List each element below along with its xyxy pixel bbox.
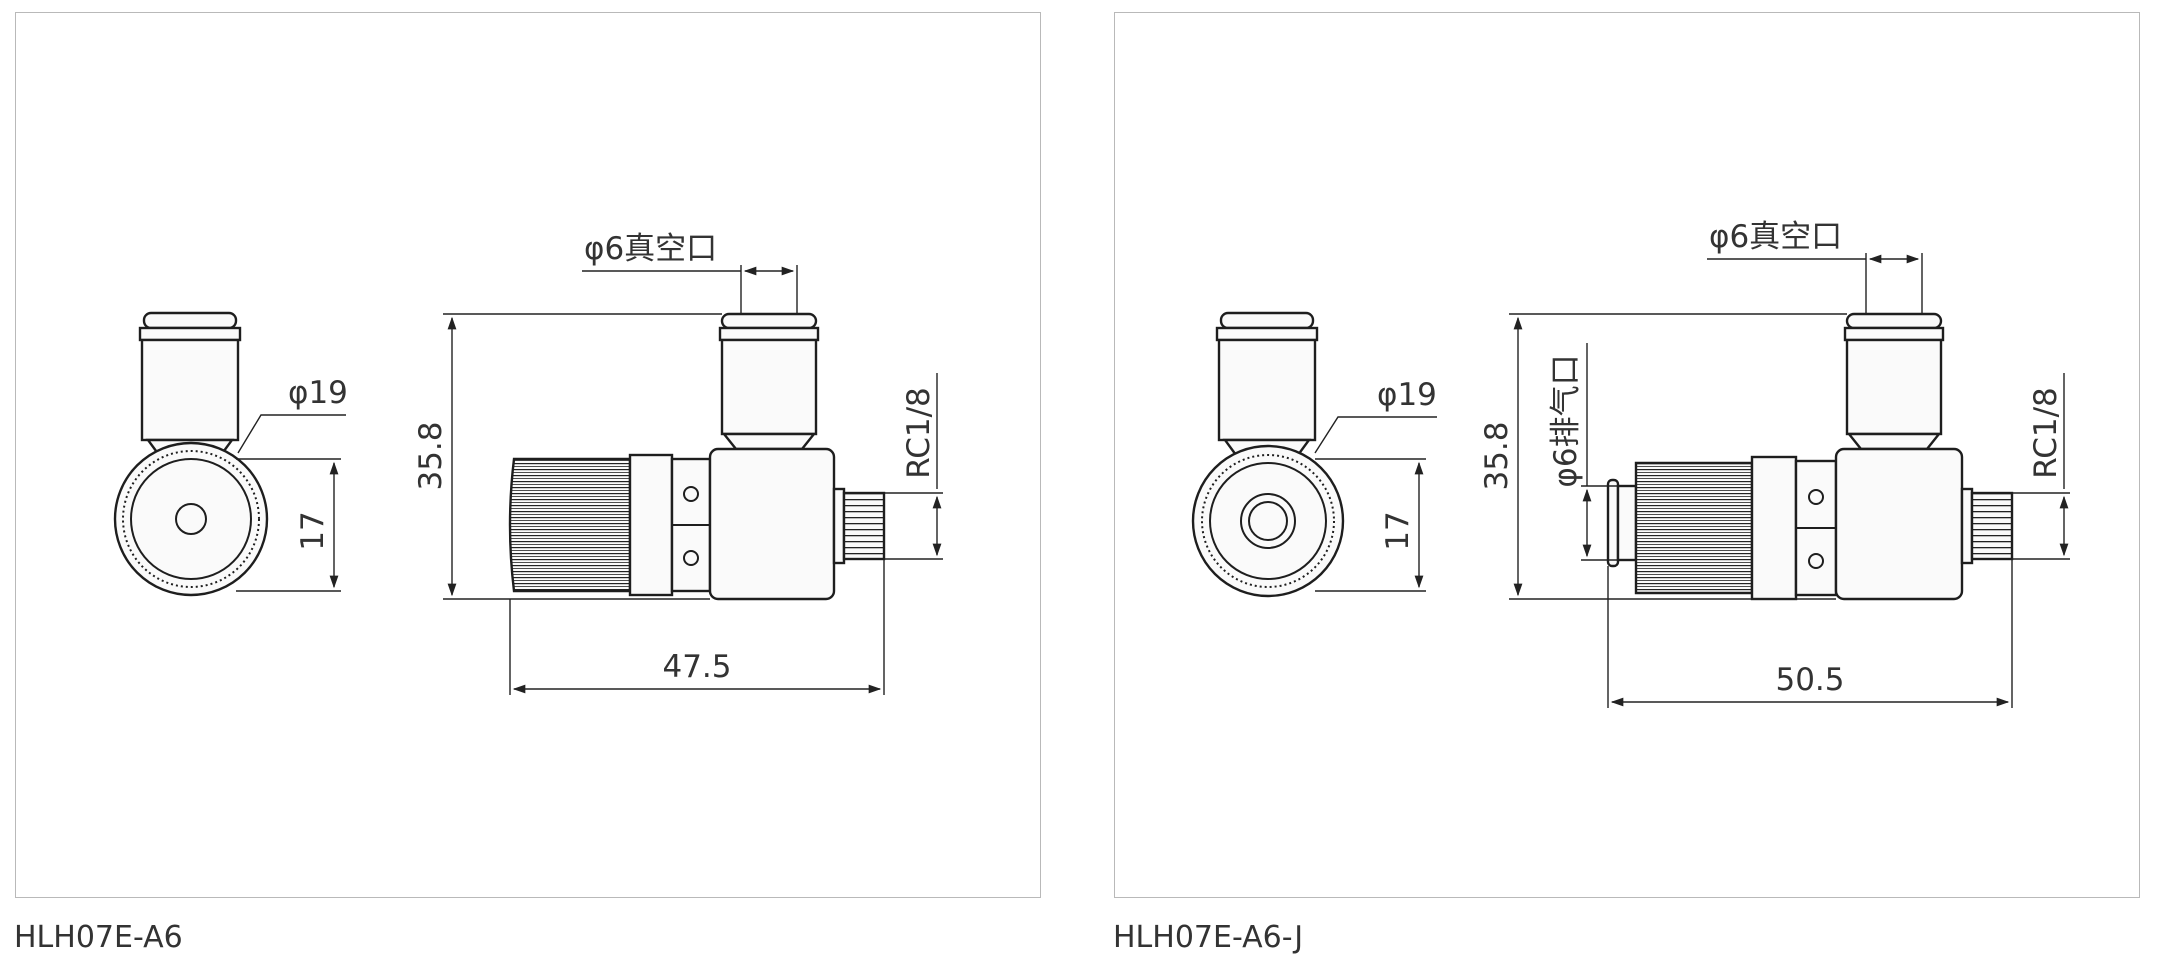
knurled-knob xyxy=(1634,461,1754,595)
length-label: 47.5 xyxy=(662,649,731,685)
thread-label: RC1/8 xyxy=(901,387,937,479)
vacuum-fitting-ring xyxy=(1843,326,1945,342)
hex-nut-hole-bottom xyxy=(683,550,699,566)
vacuum-port-label: φ6真空口 xyxy=(584,231,717,267)
front-diameter-label: φ19 xyxy=(288,375,348,411)
vacuum-fitting-neck xyxy=(721,432,817,451)
front-outer-circle xyxy=(113,441,269,597)
front-height-label: 17 xyxy=(1380,511,1416,550)
knurled-knob xyxy=(508,457,632,593)
vacuum-fitting-body xyxy=(1845,338,1943,436)
push-fitting-collet xyxy=(142,311,238,330)
vacuum-fitting-collet xyxy=(1845,312,1943,330)
exhaust-fitting-outer xyxy=(1240,493,1296,549)
side-view: 35.8 φ6排气口 φ6真空口 RC1/8 50.5 xyxy=(1479,219,2070,708)
thread-rc18 xyxy=(1970,491,2014,561)
main-body xyxy=(708,447,836,601)
push-fitting-body xyxy=(1217,338,1317,442)
front-height-label: 17 xyxy=(295,511,331,550)
front-knurl-ring xyxy=(1201,454,1335,588)
vacuum-fitting-ring xyxy=(718,326,820,342)
total-height-label: 35.8 xyxy=(413,421,449,490)
phi19-leader xyxy=(1314,416,1437,454)
lock-nut xyxy=(628,453,674,597)
side-view: 35.8 φ6真空口 RC1/8 47.5 xyxy=(413,231,943,695)
vacuum-fitting-body xyxy=(720,338,818,436)
exhaust-fitting-inner xyxy=(1248,501,1288,541)
hex-nut-hole-bottom xyxy=(1808,553,1824,569)
phi19-leader xyxy=(237,414,346,454)
exhaust-port-label: φ6排气口 xyxy=(1548,354,1584,487)
thread-label: RC1/8 xyxy=(2028,387,2064,479)
front-view: φ19 17 xyxy=(113,311,348,597)
front-diameter-label: φ19 xyxy=(1377,377,1437,413)
total-height-label: 35.8 xyxy=(1479,421,1515,490)
main-body xyxy=(1834,447,1964,601)
push-fitting-body xyxy=(140,338,240,442)
front-inner-circle xyxy=(1209,462,1327,580)
model-caption-b: HLH07E-A6-J xyxy=(1113,920,1304,955)
push-fitting-ring xyxy=(1215,326,1319,342)
vacuum-fitting-neck xyxy=(1846,432,1942,451)
technical-drawing-hlh07e-a6-j: φ19 17 xyxy=(1191,219,2070,708)
front-port-hole xyxy=(175,503,207,535)
technical-drawing-hlh07e-a6: φ19 17 xyxy=(113,231,943,695)
hex-nut-hole-top xyxy=(683,486,699,502)
hex-nut-hole-top xyxy=(1808,489,1824,505)
drawing-panel-hlh07e-a6-j: φ19 17 xyxy=(1114,12,2140,898)
vacuum-fitting-collet xyxy=(720,312,818,330)
exhaust-fitting-body xyxy=(1616,484,1638,562)
front-inner-circle xyxy=(130,458,252,580)
lock-nut xyxy=(1750,455,1798,601)
vacuum-port-label: φ6真空口 xyxy=(1709,219,1842,255)
push-fitting-ring xyxy=(138,326,242,342)
drawing-panel-hlh07e-a6: φ19 17 xyxy=(15,12,1041,898)
push-fitting-collet xyxy=(1219,311,1315,330)
thread-rc18 xyxy=(842,491,886,561)
front-view: φ19 17 xyxy=(1191,311,1437,598)
length-label: 50.5 xyxy=(1775,662,1844,698)
front-knurl-ring xyxy=(122,450,260,588)
model-caption-a: HLH07E-A6 xyxy=(14,920,183,955)
thread-shoulder xyxy=(1960,487,1974,565)
front-outer-circle xyxy=(1191,444,1345,598)
exhaust-fitting-collet xyxy=(1606,478,1620,568)
thread-shoulder xyxy=(832,487,846,565)
